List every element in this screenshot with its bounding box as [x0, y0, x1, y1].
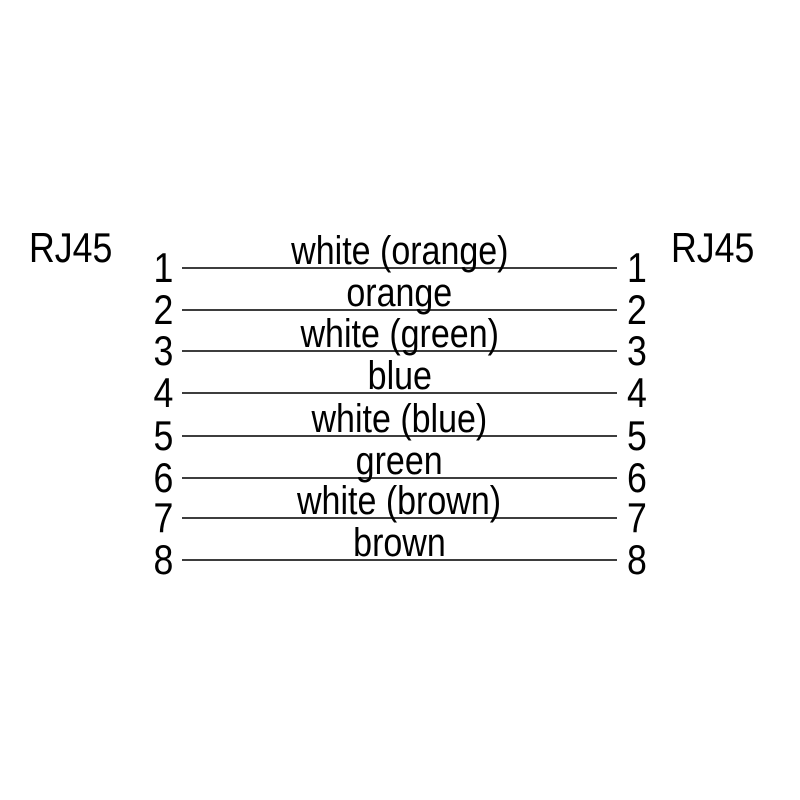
wire-label: white (brown) — [297, 479, 502, 523]
wire-label: brown — [353, 521, 446, 565]
wire-line — [182, 350, 617, 352]
right-pin-number: 6 — [627, 454, 647, 501]
left-pin-number: 4 — [153, 369, 173, 416]
wire-line — [182, 309, 617, 311]
wire-label: blue — [367, 354, 432, 398]
wire-line — [182, 517, 617, 519]
wire-line — [182, 392, 617, 394]
right-pin-number: 3 — [627, 327, 647, 374]
wire-label: orange — [346, 271, 453, 315]
wire-line — [182, 267, 617, 269]
right-pin-number: 2 — [627, 286, 647, 333]
left-pin-number: 2 — [153, 286, 173, 333]
wire-line — [182, 477, 617, 479]
wire-label: white (orange) — [290, 229, 509, 273]
left-connector-label-text: RJ45 — [29, 224, 113, 271]
right-pin-number: 1 — [627, 244, 647, 291]
left-pin-number: 6 — [153, 454, 173, 501]
wire-line — [182, 559, 617, 561]
wire-label: white (blue) — [311, 397, 488, 441]
left-pin-number: 3 — [153, 327, 173, 374]
wire-label: white (green) — [300, 312, 499, 356]
right-pin-number: 5 — [627, 412, 647, 459]
right-connector-label-text: RJ45 — [671, 224, 755, 271]
left-connector-label: RJ45 — [29, 227, 127, 269]
left-pin-number: 5 — [153, 412, 173, 459]
wire-label: green — [356, 439, 443, 483]
right-pin-number: 7 — [627, 494, 647, 541]
right-pin-number: 8 — [627, 536, 647, 583]
left-pin-number: 8 — [153, 536, 173, 583]
right-pin-number: 4 — [627, 369, 647, 416]
left-pin-number: 7 — [153, 494, 173, 541]
right-connector-label: RJ45 — [671, 227, 769, 269]
wire-line — [182, 435, 617, 437]
left-pin-number: 1 — [153, 244, 173, 291]
